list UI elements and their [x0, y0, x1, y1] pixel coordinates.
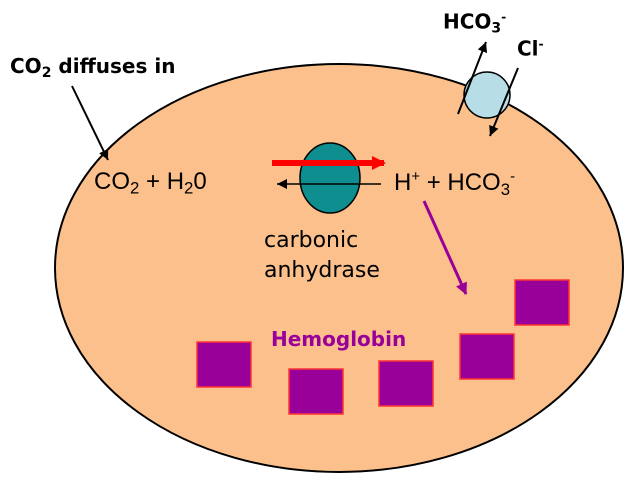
enzyme-label: carbonic anhydrase	[264, 226, 380, 286]
co2-diffuses-label: CO2 diffuses in	[10, 54, 176, 81]
proton-to-hemoglobin-arrow	[422, 200, 468, 295]
cl-import-arrow	[489, 67, 519, 137]
hemoglobin-block	[196, 341, 252, 388]
hemoglobin-blocks	[196, 279, 570, 415]
hemoglobin-block	[378, 360, 434, 407]
carbonic-anhydrase-enzyme	[299, 142, 361, 214]
reactants-label: CO2 + H20	[94, 168, 207, 198]
hemoglobin-block	[459, 333, 515, 380]
hco3-export-arrow	[457, 41, 488, 115]
products-label: H+ + HCO3-	[394, 169, 516, 199]
anion-exchanger-channel	[463, 71, 511, 119]
hco3-exported-label: HCO3-	[443, 9, 507, 37]
hemoglobin-block	[288, 368, 344, 415]
co2-diffusion-arrow	[71, 85, 109, 161]
chloride-label: Cl-	[517, 36, 544, 61]
hemoglobin-block	[514, 279, 570, 326]
enzyme-label-line-2: anhydrase	[264, 258, 380, 283]
enzyme-label-line-1: carbonic	[264, 228, 359, 253]
hemoglobin-label: Hemoglobin	[271, 327, 407, 351]
